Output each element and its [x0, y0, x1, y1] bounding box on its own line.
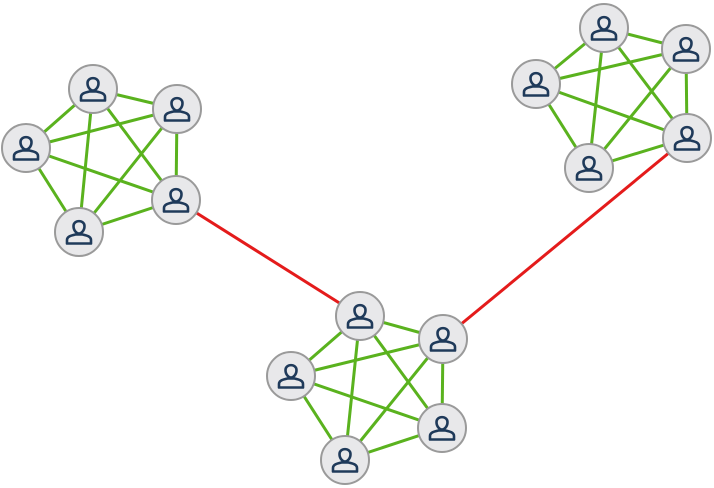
intra-edge-L2-L3 [25, 107, 178, 150]
node-L2[interactable] [152, 84, 202, 134]
person-icon [162, 187, 190, 213]
node-R1[interactable] [579, 3, 629, 53]
node-circle [54, 207, 104, 257]
person-icon [346, 303, 374, 329]
nodes-layer [1, 3, 712, 485]
node-circle [564, 143, 614, 193]
intra-edge-R2-R5 [587, 48, 688, 169]
node-circle [320, 435, 370, 485]
intra-edge-B3-B4 [290, 374, 443, 430]
person-icon [672, 36, 700, 62]
node-B4[interactable] [417, 403, 467, 453]
node-B5[interactable] [320, 435, 370, 485]
node-L5[interactable] [54, 207, 104, 257]
node-L4[interactable] [151, 175, 201, 225]
node-circle [1, 123, 51, 173]
node-circle [579, 3, 629, 53]
person-icon [575, 155, 603, 181]
node-circle [511, 59, 561, 109]
node-circle [335, 291, 385, 341]
cluster-left [1, 64, 202, 257]
person-icon [590, 15, 618, 41]
intra-edge-R3-R4 [535, 82, 688, 140]
intra-edge-R2-R3 [535, 47, 687, 86]
node-circle [418, 314, 468, 364]
node-R4[interactable] [662, 113, 712, 163]
edges-layer [24, 26, 689, 462]
node-circle [68, 64, 118, 114]
node-circle [417, 403, 467, 453]
node-circle [151, 175, 201, 225]
bridge-edge-L4-B1 [175, 198, 361, 318]
node-L1[interactable] [68, 64, 118, 114]
intra-edge-L3-L4 [25, 146, 177, 202]
person-icon [277, 363, 305, 389]
person-icon [79, 76, 107, 102]
node-circle [266, 351, 316, 401]
node-R5[interactable] [564, 143, 614, 193]
node-B3[interactable] [266, 351, 316, 401]
person-icon [522, 71, 550, 97]
node-circle [662, 113, 712, 163]
person-icon [163, 96, 191, 122]
intra-edge-B2-B3 [290, 337, 444, 378]
node-R3[interactable] [511, 59, 561, 109]
person-icon [331, 447, 359, 473]
cluster-bottom [266, 291, 468, 485]
person-icon [673, 125, 701, 151]
person-icon [429, 326, 457, 352]
person-icon [12, 135, 40, 161]
person-icon [428, 415, 456, 441]
person-icon [65, 219, 93, 245]
cluster-right [511, 3, 712, 193]
node-circle [152, 84, 202, 134]
intra-edge-L2-L5 [77, 108, 179, 233]
node-R2[interactable] [661, 24, 711, 74]
bridge-edge-R4-B2 [442, 136, 688, 341]
node-circle [661, 24, 711, 74]
node-B1[interactable] [335, 291, 385, 341]
intra-edge-B2-B5 [343, 338, 445, 461]
node-B2[interactable] [418, 314, 468, 364]
node-L3[interactable] [1, 123, 51, 173]
